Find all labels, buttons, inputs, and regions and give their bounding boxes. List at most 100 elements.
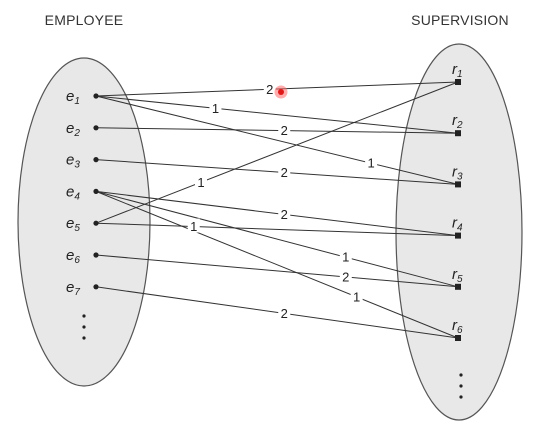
supervision-label-r4: r4 [452, 215, 463, 234]
edge-role-label: 2 [281, 306, 288, 321]
ellipsis-dot [82, 325, 86, 329]
employee-label-e3: e3 [66, 152, 80, 171]
edge-label-bg [365, 155, 378, 170]
edge-e5-r1 [95, 81, 459, 224]
entity-letter: e [66, 120, 74, 137]
supervision-label-r2: r2 [452, 112, 463, 131]
edge-e1-r2 [95, 95, 459, 134]
employee-node-e1 [93, 93, 99, 99]
employee-node-e6 [93, 252, 99, 258]
edge-role-label: 2 [281, 165, 288, 180]
edge-role-label: 1 [368, 156, 375, 171]
supervision-node-r6 [455, 335, 461, 341]
cursor-marker [274, 85, 288, 99]
edge-label-bg [339, 268, 352, 283]
edge-e4-r6 [95, 190, 459, 339]
entity-index: 4 [457, 223, 463, 234]
employee-label-e7: e7 [66, 279, 80, 298]
supervision-title: SUPERVISION [411, 12, 509, 28]
entity-index: 1 [457, 69, 463, 80]
employee-node-e4 [93, 188, 99, 194]
entity-index: 2 [73, 128, 80, 139]
edge-role-label: 2 [266, 82, 273, 97]
employee-ellipsis [82, 314, 86, 340]
edge-label-bg [278, 122, 291, 137]
employee-label-e4: e4 [66, 183, 80, 202]
entity-index: 6 [457, 325, 463, 336]
supervision-label-r3: r3 [452, 163, 463, 182]
edge-label-bg [194, 174, 207, 189]
employee-label-e5: e5 [66, 215, 80, 234]
supervision-ellipsis [459, 373, 463, 399]
entity-index: 5 [457, 274, 463, 285]
entity-index: 3 [74, 160, 80, 171]
edge-e3-r3 [95, 159, 459, 185]
ellipsis-dot [459, 384, 463, 388]
entity-letter: r [452, 266, 458, 283]
ellipsis-dot [459, 373, 463, 377]
employee-node-e3 [93, 157, 99, 163]
supervision-node-r3 [455, 181, 461, 188]
entity-letter: e [66, 247, 74, 264]
employee-node-e2 [93, 125, 99, 131]
supervision-node-r1 [455, 79, 461, 85]
ellipsis-dot [82, 336, 86, 340]
entity-letter: r [452, 215, 458, 232]
edge-e6-r5 [95, 254, 459, 288]
edge-role-label: 1 [342, 250, 349, 265]
edge-role-label: 1 [197, 175, 204, 190]
employee-title: EMPLOYEE [45, 12, 124, 28]
edge-role-label: 2 [281, 207, 288, 222]
edges-layer [95, 81, 459, 339]
employee-label-e1: e1 [66, 88, 80, 107]
edge-e7-r6 [95, 286, 459, 339]
edge-label-bg [278, 305, 291, 320]
employee-label-e6: e6 [66, 247, 80, 266]
employee-node-e7 [93, 284, 99, 290]
supervision-label-r5: r5 [452, 266, 463, 285]
edge-label-bg [187, 218, 200, 233]
entity-letter: e [66, 152, 74, 169]
edge-label-bg [209, 100, 222, 115]
ellipsis-dot [459, 395, 463, 399]
edge-role-label: 1 [190, 219, 197, 234]
supervision-label-r1: r1 [452, 61, 463, 80]
entity-letter: e [66, 183, 74, 200]
entity-index: 6 [74, 255, 80, 266]
edge-label-bg [278, 164, 291, 179]
edge-label-bg [263, 81, 276, 96]
entity-index: 2 [456, 120, 463, 131]
edge-label-bg [278, 206, 291, 221]
entity-letter: e [66, 88, 74, 105]
supervision-node-r5 [455, 283, 461, 290]
cursor-marker-core [278, 89, 284, 95]
ellipsis-dot [82, 314, 86, 318]
edge-role-label: 1 [353, 289, 360, 304]
entity-letter: r [452, 317, 458, 334]
edge-e5-r4 [95, 222, 459, 237]
entity-index: 7 [74, 287, 80, 298]
edge-e4-r4 [95, 190, 459, 237]
employee-label-e2: e2 [66, 120, 80, 139]
edge-label-bg [339, 249, 352, 264]
supervision-node-r4 [455, 232, 461, 239]
edge-e4-r5 [95, 190, 459, 288]
edge-e1-r3 [95, 95, 459, 185]
entity-index: 3 [457, 171, 463, 182]
entity-index: 4 [74, 191, 80, 202]
edge-role-label: 1 [212, 101, 219, 116]
supervision-label-r6: r6 [452, 317, 463, 336]
entity-index: 5 [74, 223, 80, 234]
entity-index: 1 [74, 96, 80, 107]
employee-node-e5 [93, 220, 99, 226]
edge-e2-r2 [95, 127, 459, 134]
edge-role-label: 2 [342, 269, 349, 284]
entity-letter: r [452, 112, 458, 129]
supervision-node-r2 [455, 130, 461, 137]
entity-letter: e [66, 279, 74, 296]
entity-letter: r [452, 61, 458, 78]
